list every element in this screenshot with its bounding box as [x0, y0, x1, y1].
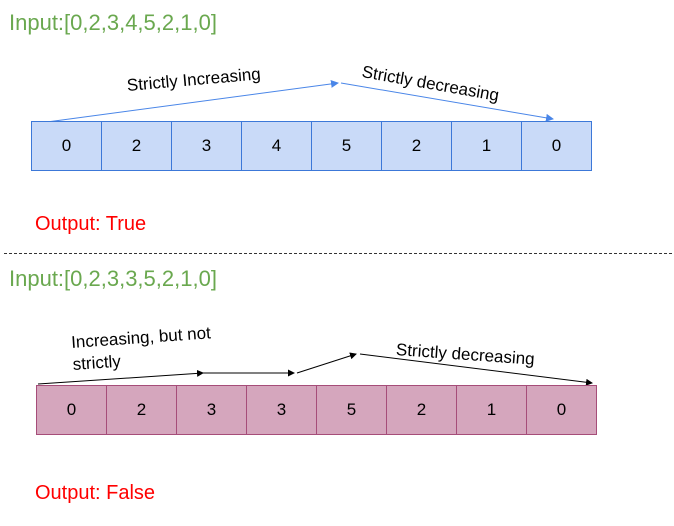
array-cell: 2 — [106, 385, 177, 435]
array-cell: 2 — [101, 121, 172, 171]
array-cell: 5 — [316, 385, 387, 435]
array-cell: 1 — [451, 121, 522, 171]
arrow-strictly-increasing-1 — [46, 79, 339, 123]
array-cell: 0 — [526, 385, 597, 435]
array-cell: 4 — [241, 121, 312, 171]
output-label-example-1: Output: True — [35, 213, 147, 235]
array-cell: 2 — [381, 121, 452, 171]
array-cell: 2 — [386, 385, 457, 435]
input-label-example-2: Input:[0,2,3,3,5,2,1,0] — [9, 266, 217, 291]
dashed-divider — [4, 253, 672, 254]
array-cell: 0 — [36, 385, 107, 435]
arrow-strictly-decreasing-2 — [359, 353, 593, 386]
arrow-strictly-decreasing-1 — [340, 82, 554, 122]
array-cell: 5 — [311, 121, 382, 171]
arrow-increasing-segment-a — [37, 369, 204, 385]
array-cell: 3 — [246, 385, 317, 435]
array-cell: 3 — [176, 385, 247, 435]
array-cell: 1 — [456, 385, 527, 435]
array-cell: 0 — [521, 121, 592, 171]
array-row-example-2: 0 2 3 3 5 2 1 0 — [36, 385, 597, 435]
array-cell: 3 — [171, 121, 242, 171]
output-label-example-2: Output: False — [35, 482, 156, 504]
arrow-increasing-segment-b — [296, 352, 357, 374]
array-cell: 0 — [31, 121, 102, 171]
input-label-example-1: Input:[0,2,3,4,5,2,1,0] — [9, 10, 217, 35]
array-row-example-1: 0 2 3 4 5 2 1 0 — [31, 121, 592, 171]
